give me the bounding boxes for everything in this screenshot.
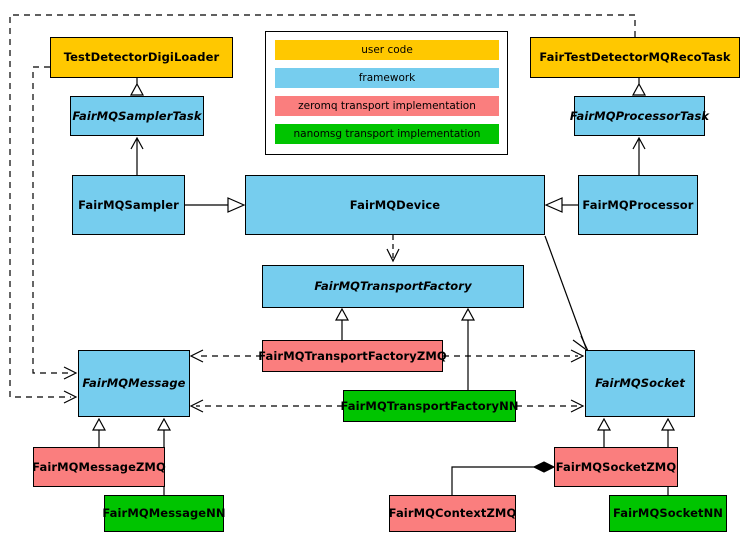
class-label: FairMQSocketNN [612, 506, 724, 521]
legend-label: zeromq transport implementation [298, 100, 476, 112]
class-box-fairmqtransportfactory[interactable]: FairMQTransportFactory [262, 265, 524, 308]
class-label: FairMQProcessor [582, 197, 694, 212]
class-label: FairMQTransportFactory [314, 279, 472, 294]
class-box-fairmqmessagenn[interactable]: FairMQMessageNN [102, 495, 226, 532]
class-label: FairMQProcessorTask [569, 108, 710, 123]
class-box-fairmqtransportfactorynn[interactable]: FairMQTransportFactoryNN [340, 390, 519, 422]
edge-association-sampler-samplertask [130, 136, 144, 175]
class-label: FairMQMessage [82, 376, 186, 391]
class-box-fairmqsocket[interactable]: FairMQSocket [585, 350, 695, 417]
class-label: FairMQMessageNN [102, 506, 226, 521]
class-label: FairMQTransportFactoryNN [340, 398, 519, 413]
legend-label: framework [358, 72, 416, 84]
edge-generalization-tfzmq-transportfactory [334, 307, 350, 340]
class-box-fairmqsampler[interactable]: FairMQSampler [72, 175, 185, 235]
legend-item-zeromq-transport: zeromq transport implementation [275, 96, 499, 116]
class-box-fairmqtransportfactoryzmq[interactable]: FairMQTransportFactoryZMQ [258, 340, 447, 372]
class-box-fairmqmessagezmq[interactable]: FairMQMessageZMQ [32, 447, 166, 487]
edge-generalization-messagezmq-message [91, 417, 107, 447]
class-box-fairmqprocessor[interactable]: FairMQProcessor [578, 175, 698, 235]
legend-label: user code [361, 44, 413, 56]
class-label: FairMQSampler [78, 197, 179, 212]
legend-panel: user code framework zeromq transport imp… [265, 31, 508, 155]
edge-generalization-recotask-processortask [631, 78, 647, 96]
edge-generalization-processor-device [544, 197, 578, 213]
edge-dependency-device-transportfactory [386, 235, 400, 263]
edge-dependency-tfnn-message [189, 399, 343, 413]
edge-association-processor-processortask [632, 136, 646, 175]
edge-generalization-socketzmq-socket [596, 417, 612, 447]
class-box-fairmqcontextzmq[interactable]: FairMQContextZMQ [389, 495, 516, 532]
edge-generalization-tfnn-transportfactory [460, 307, 476, 390]
class-label: FairTestDetectorMQRecoTask [539, 50, 731, 65]
class-label: FairMQSocket [595, 376, 685, 391]
class-box-testdetectordigiloader[interactable]: TestDetectorDigiLoader [50, 37, 233, 78]
class-label: FairMQMessageZMQ [32, 459, 166, 474]
class-box-fairmqsocketnn[interactable]: FairMQSocketNN [609, 495, 727, 532]
class-box-fairmqsamplertask[interactable]: FairMQSamplerTask [70, 96, 204, 136]
class-box-fairtestdetectormqrecotask[interactable]: FairTestDetectorMQRecoTask [530, 37, 740, 78]
edge-composition-contextzmq-socketzmq [451, 461, 556, 495]
legend-item-user-code: user code [275, 40, 499, 60]
edge-dependency-tfzmq-message [189, 349, 262, 363]
class-label: FairMQTransportFactoryZMQ [258, 348, 447, 363]
legend-item-framework: framework [275, 68, 499, 88]
class-label: FairMQSamplerTask [72, 108, 202, 123]
edge-generalization-sampler-device [185, 197, 246, 213]
legend-label: nanomsg transport implementation [293, 128, 481, 140]
class-box-fairmqmessage[interactable]: FairMQMessage [78, 350, 190, 417]
edge-association-device-socket [544, 235, 589, 352]
class-label: FairMQDevice [349, 197, 441, 212]
legend-item-nanomsg-transport: nanomsg transport implementation [275, 124, 499, 144]
class-box-fairmqsocketzmq[interactable]: FairMQSocketZMQ [554, 447, 678, 487]
edge-generalization-digiloader-samplertask [129, 78, 145, 96]
edge-dependency-tfnn-socket [516, 399, 585, 413]
class-label: FairMQContextZMQ [388, 506, 517, 521]
class-box-fairmqprocessortask[interactable]: FairMQProcessorTask [570, 96, 709, 136]
edge-dependency-tfzmq-socket [443, 349, 585, 363]
class-box-fairmqdevice[interactable]: FairMQDevice [245, 175, 545, 235]
class-label: FairMQSocketZMQ [555, 459, 677, 474]
class-label: TestDetectorDigiLoader [63, 50, 220, 65]
